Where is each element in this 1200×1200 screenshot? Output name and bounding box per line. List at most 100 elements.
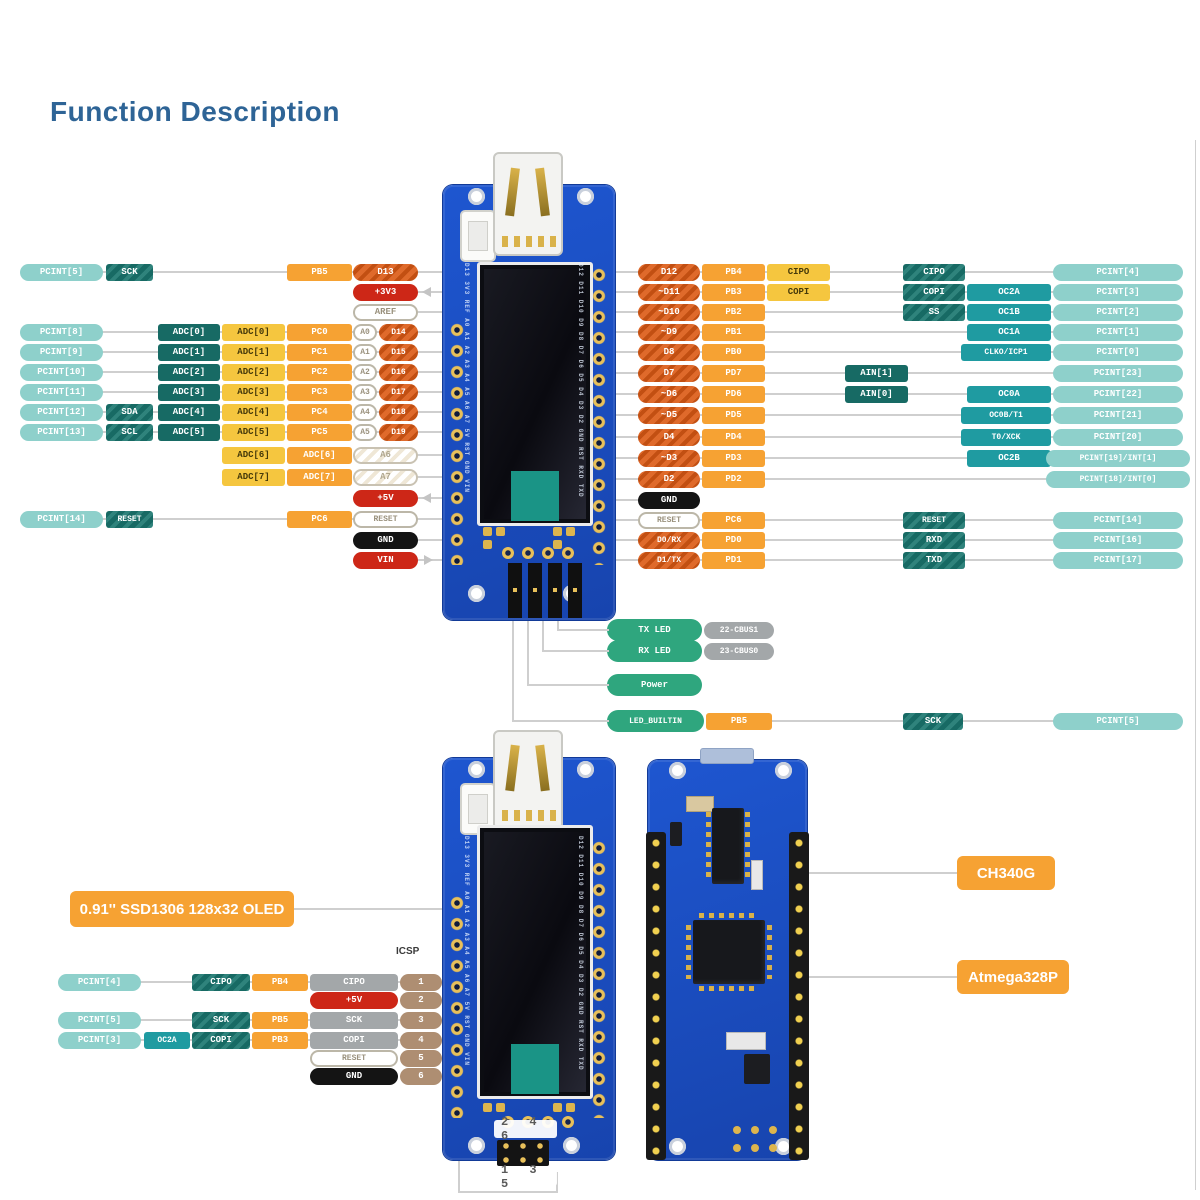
pin-label-ADC[7]: ADC[7] — [287, 468, 352, 486]
header-pin — [568, 563, 582, 618]
pin-label-PB3: PB3 — [252, 1031, 308, 1049]
pin-label-GND: GND — [310, 1067, 398, 1085]
pin-label-PCINT[4]: PCINT[4] — [1053, 263, 1183, 281]
usb-contact — [514, 810, 520, 821]
pin-label-CIPO: CIPO — [192, 973, 250, 991]
pin-label-PD3: PD3 — [702, 449, 765, 467]
silkscreen-left: D13 3V3 REF A0 A1 A2 A3 A4 A5 A6 A7 5V R… — [463, 263, 470, 494]
connector-line — [615, 499, 655, 501]
chip-pins — [699, 913, 759, 918]
pin-label-PCINT[19]/INT[1]: PCINT[19]/INT[1] — [1046, 449, 1190, 467]
arrowhead-right — [424, 555, 433, 565]
pin-label-ADC[6]: ADC[6] — [222, 446, 285, 464]
pin-label-A1: A1 — [353, 343, 377, 361]
usb-contact — [526, 810, 532, 821]
pin-label-A6: A6 — [353, 446, 418, 464]
pin-label-~D3: ~D3 — [638, 449, 700, 467]
pin-label-D2: D2 — [638, 470, 700, 488]
pin-label-PCINT[16]: PCINT[16] — [1053, 531, 1183, 549]
pin-label-PCINT[9]: PCINT[9] — [20, 343, 103, 361]
mount-hole — [775, 762, 792, 779]
mount-hole — [577, 188, 594, 205]
pin-label-COPI: COPI — [192, 1031, 250, 1049]
pin-label-PB2: PB2 — [702, 303, 765, 321]
mount-hole — [468, 585, 485, 602]
pin-label-OC2A: OC2A — [967, 283, 1051, 301]
connector-line — [100, 1019, 400, 1021]
usb-contact — [538, 236, 544, 247]
connector-line — [740, 872, 957, 874]
usb-contact — [514, 236, 520, 247]
pin-label-A0: A0 — [353, 323, 377, 341]
reset-button-cap — [468, 793, 488, 825]
pin-pad — [502, 547, 514, 559]
pin-label-ADC[0]: ADC[0] — [158, 323, 220, 341]
usb-contact — [502, 810, 508, 821]
oled-display — [477, 262, 593, 526]
solder-pad — [566, 527, 575, 536]
pin-label-D16: D16 — [379, 363, 418, 381]
pin-pad — [522, 547, 534, 559]
pin-label-AREF: AREF — [353, 303, 418, 321]
connector-line — [745, 976, 957, 978]
header-pin — [508, 563, 522, 618]
pin-label-PD5: PD5 — [702, 406, 765, 424]
usb-contact — [550, 236, 556, 247]
icsp-even-pin-numbers: 2 4 6 — [494, 1115, 557, 1143]
voltage-regulator — [726, 1032, 766, 1050]
mount-hole — [775, 1138, 792, 1155]
pin-label-PC4: PC4 — [287, 403, 352, 421]
mount-hole — [563, 1137, 580, 1154]
pin-label-GND: GND — [353, 531, 418, 549]
pin-label-PCINT[22]: PCINT[22] — [1053, 385, 1183, 403]
usb-prong — [535, 744, 550, 792]
arrowhead-left — [422, 493, 431, 503]
pin-label-A3: A3 — [353, 383, 377, 401]
pin-label-1: 1 — [400, 973, 442, 991]
usb-prong — [535, 167, 550, 217]
usb-contact — [550, 810, 556, 821]
pin-label-PB0: PB0 — [702, 343, 765, 361]
pin-label-OC1B: OC1B — [967, 303, 1051, 321]
pin-label-ADC[5]: ADC[5] — [158, 423, 220, 441]
pin-label-6: 6 — [400, 1067, 442, 1085]
pin-label-ADC[2]: ADC[2] — [222, 363, 285, 381]
pin-label-PCINT[1]: PCINT[1] — [1053, 323, 1183, 341]
pin-label-~D10: ~D10 — [638, 303, 700, 321]
pin-label-SCL: SCL — [106, 423, 153, 441]
connector-line — [615, 539, 1118, 541]
mount-hole — [468, 761, 485, 778]
usb-contact — [526, 236, 532, 247]
atmega328p-label: Atmega328P — [957, 960, 1069, 994]
pin-label-PCINT[4]: PCINT[4] — [58, 973, 141, 991]
pin-label-AIN[1]: AIN[1] — [845, 364, 908, 382]
mount-hole — [468, 188, 485, 205]
connector-line — [557, 629, 609, 631]
solder-pad — [553, 540, 562, 549]
pin-label-T0/XCK: T0/XCK — [961, 428, 1051, 446]
connector-line — [542, 650, 609, 652]
mini-usb-connector — [493, 730, 563, 830]
connector-line — [418, 311, 443, 313]
pin-label-PCINT[8]: PCINT[8] — [20, 323, 103, 341]
pin-label-COPI: COPI — [310, 1031, 398, 1049]
usb-contact — [502, 236, 508, 247]
pin-label-22-CBUS1: 22-CBUS1 — [704, 621, 774, 639]
pin-holes-right — [591, 265, 607, 565]
pin-label-PC3: PC3 — [287, 383, 352, 401]
pin-label-PCINT[3]: PCINT[3] — [1053, 283, 1183, 301]
pin-label-~D9: ~D9 — [638, 323, 700, 341]
ch340g-chip — [706, 808, 750, 884]
arrowhead-left — [422, 287, 431, 297]
mount-hole — [669, 762, 686, 779]
mount-hole — [468, 1137, 485, 1154]
pin-label-COPI: COPI — [903, 283, 965, 301]
pin-label-PCINT[10]: PCINT[10] — [20, 363, 103, 381]
pin-label-PB4: PB4 — [702, 263, 765, 281]
oled-module-label: 0.91'' SSD1306 128x32 OLED — [70, 891, 294, 927]
pin-label-D8: D8 — [638, 343, 700, 361]
pin-label-2: 2 — [400, 991, 442, 1009]
header-pin — [548, 563, 562, 618]
reset-button-cap — [468, 220, 488, 252]
